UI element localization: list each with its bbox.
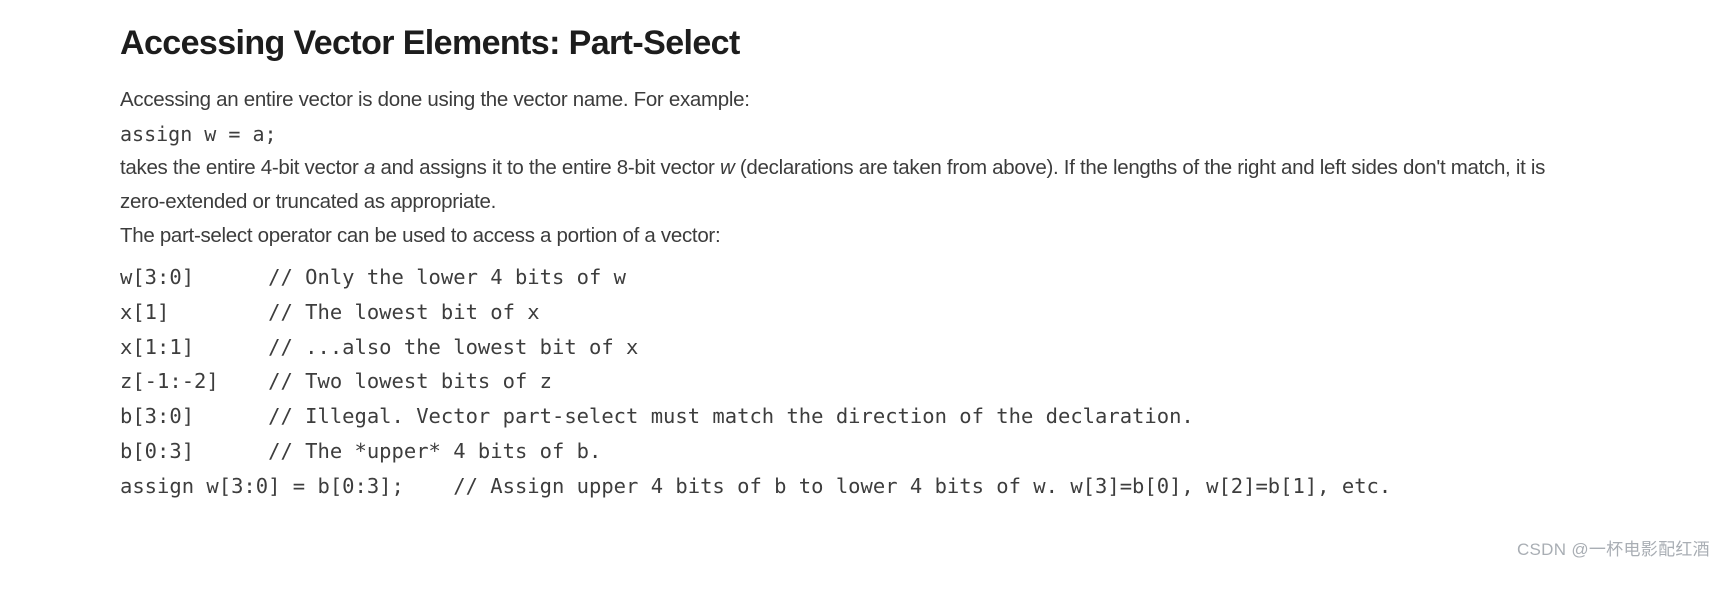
example-code-line: assign w = a; (120, 122, 277, 146)
csdn-watermark: CSDN @一杯电影配红酒 (1516, 540, 1710, 559)
intro-paragraph: Accessing an entire vector is done using… (120, 88, 750, 111)
document-page: Accessing Vector Elements: Part-Select A… (120, 24, 1560, 504)
part-select-code-block: w[3:0] // Only the lower 4 bits of w x[1… (120, 265, 1392, 498)
explanation-paragraph: takes the entire 4-bit vector a and assi… (120, 156, 1546, 213)
part-select-intro-paragraph: The part-select operator can be used to … (120, 224, 721, 247)
page-title: Accessing Vector Elements: Part-Select (120, 24, 740, 62)
